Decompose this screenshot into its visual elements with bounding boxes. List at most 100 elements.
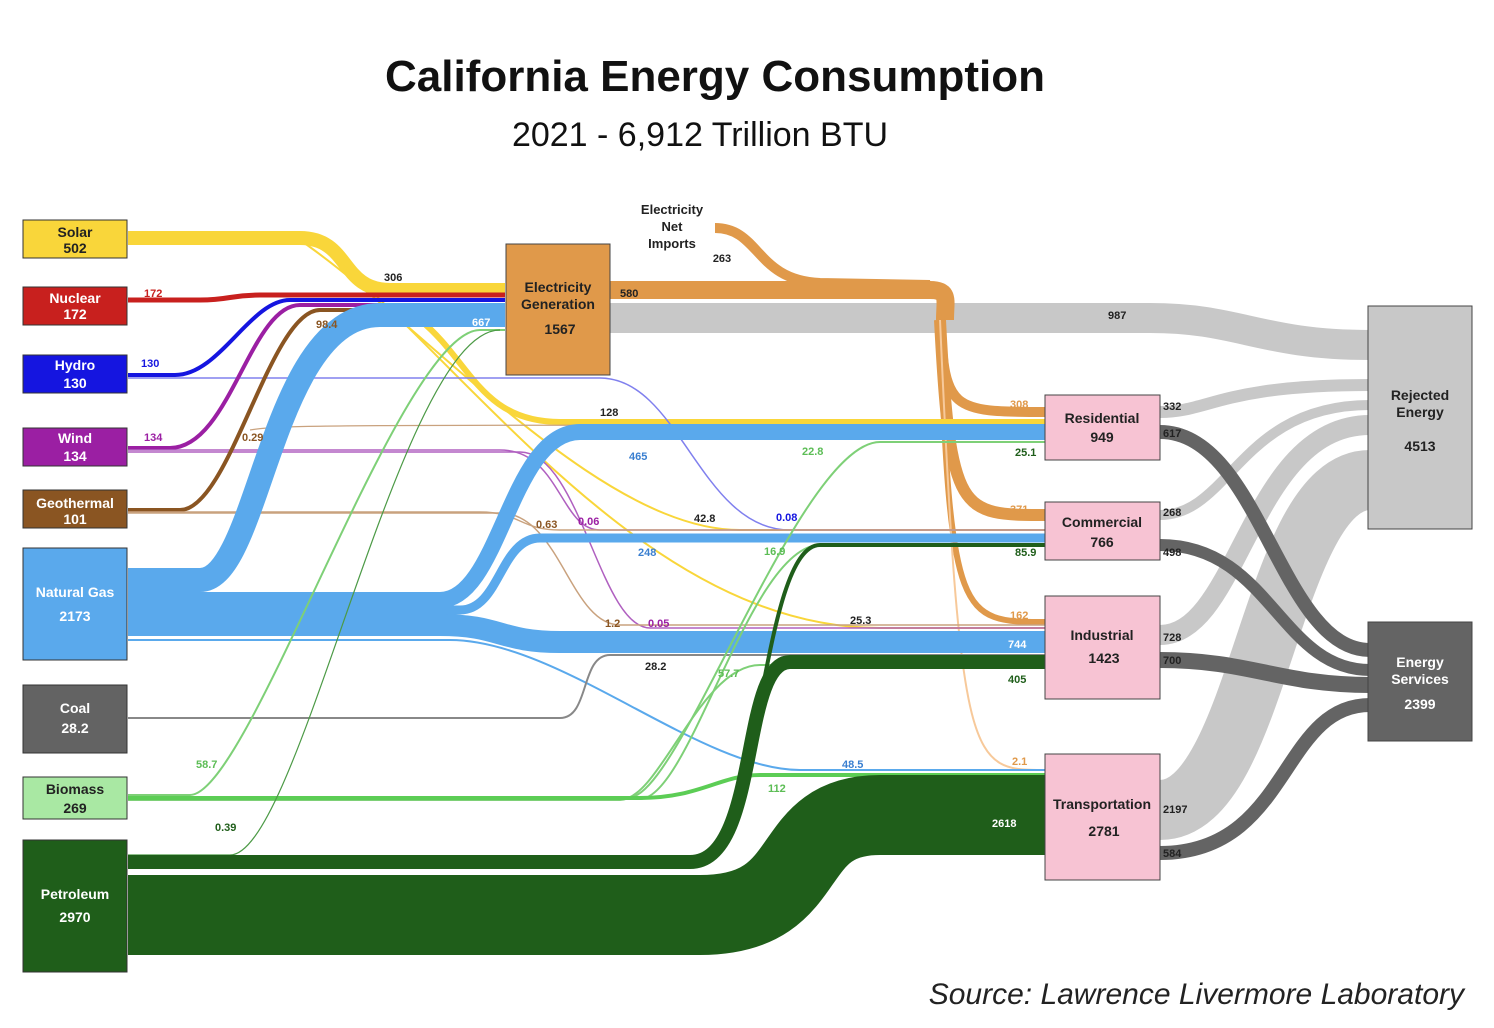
- label-pet-trans: 2618: [992, 818, 1016, 830]
- node-electricity-generation: [505, 243, 611, 376]
- label-trans-rejected: 2197: [1163, 804, 1187, 816]
- commercial-value: 766: [1090, 534, 1114, 550]
- commercial-name: Commercial: [1062, 514, 1142, 530]
- rejected-energy-name-1: Rejected: [1391, 387, 1449, 403]
- electricity-generation-name-1: Electricity: [525, 279, 592, 295]
- rejected-energy-value: 4513: [1404, 438, 1435, 454]
- label-coal-ind: 28.2: [645, 661, 666, 673]
- flow-wind-elec: [128, 303, 505, 450]
- label-hydro-com: 0.08: [776, 512, 797, 524]
- label-elec-ind: 162: [1010, 610, 1028, 622]
- node-biomass: [22, 776, 128, 820]
- flow-hydro-com: [128, 377, 1045, 531]
- flow-bio-res: [128, 441, 1045, 798]
- flow-value-labels: 306 172 130 134 98.4 667 580 987 128 465…: [141, 272, 1187, 860]
- natural-gas-value: 2173: [59, 608, 90, 624]
- label-elec-trans: 2.1: [1012, 756, 1027, 768]
- flow-com-rejected: [1159, 400, 1371, 520]
- flow-elec-res: [935, 319, 1046, 417]
- flow-trans-services: [1159, 698, 1371, 860]
- transportation-value: 2781: [1088, 823, 1119, 839]
- label-solar-elec: 306: [384, 272, 402, 284]
- flow-bio-elec: [128, 329, 505, 796]
- label-elec-out: 580: [620, 288, 638, 300]
- label-geo-com2: 0.63: [536, 519, 557, 531]
- biomass-value: 269: [63, 800, 87, 816]
- industrial-name: Industrial: [1070, 627, 1133, 643]
- rejected-energy-name-2: Energy: [1396, 404, 1444, 420]
- page-subtitle: 2021 - 6,912 Trillion BTU: [511, 116, 889, 154]
- flow-elec-imports: [714, 223, 931, 290]
- imports-line-2: Net: [662, 219, 684, 234]
- label-gas-com: 248: [638, 547, 656, 559]
- flow-geo-elec: [128, 308, 505, 512]
- flow-pet-ind: [128, 655, 1045, 869]
- label-wind-elec: 134: [144, 432, 163, 444]
- flow-gas-ind: [128, 614, 1045, 653]
- flow-hydro-elec: [128, 298, 505, 377]
- label-bio-res: 22.8: [802, 446, 823, 458]
- petroleum-value: 2970: [59, 909, 90, 925]
- label-elec-rejected: 987: [1108, 310, 1126, 322]
- label-ind-rejected: 728: [1163, 632, 1181, 644]
- node-transportation: [1044, 753, 1161, 881]
- label-bio-com: 16.9: [764, 546, 785, 558]
- hydro-value: 130: [63, 375, 87, 391]
- source-nodes: [22, 219, 128, 973]
- industrial-value: 1423: [1088, 650, 1119, 666]
- label-pet-ind: 405: [1008, 674, 1026, 686]
- energy-services-name-1: Energy: [1396, 654, 1444, 670]
- electricity-generation-name-2: Generation: [521, 296, 595, 312]
- flow-res-rejected: [1159, 379, 1371, 418]
- flow-elec-com: [934, 319, 1046, 521]
- flow-com-services: [1159, 539, 1371, 676]
- label-hydro-elec: 130: [141, 358, 159, 370]
- imports-line-3: Imports: [648, 236, 696, 251]
- wind-name: Wind: [58, 430, 92, 446]
- label-nuclear-elec: 172: [144, 288, 162, 300]
- flow-bio-com: [128, 544, 1045, 800]
- residential-name: Residential: [1065, 410, 1140, 426]
- node-coal: [22, 684, 128, 754]
- label-geo-elec: 98.4: [316, 319, 338, 331]
- geothermal-value: 101: [63, 511, 87, 527]
- coal-value: 28.2: [61, 720, 88, 736]
- label-solar-res: 128: [600, 407, 618, 419]
- label-res-services: 617: [1163, 428, 1181, 440]
- flow-ind-rejected: [1158, 415, 1371, 645]
- imports-value: 263: [713, 253, 731, 265]
- label-com-rejected: 268: [1163, 507, 1181, 519]
- sector-node-labels: Electricity Generation 1567 Electricity …: [521, 202, 1449, 839]
- label-geo-com: 0.29: [242, 432, 263, 444]
- flow-nuclear-elec: [128, 292, 505, 303]
- flow-elec-out: [610, 281, 955, 321]
- node-industrial: [1044, 595, 1161, 700]
- flow-solar-elec: [128, 231, 505, 297]
- flow-bio-trans: [128, 773, 1045, 800]
- label-pet-elec: 0.39: [215, 822, 236, 834]
- label-pet-com: 85.9: [1015, 547, 1036, 559]
- label-elec-res: 308: [1010, 399, 1028, 411]
- flow-res-services: [1159, 425, 1371, 657]
- flow-ind-services: [1159, 652, 1371, 693]
- geothermal-name: Geothermal: [36, 495, 114, 511]
- nuclear-name: Nuclear: [49, 290, 101, 306]
- solar-value: 502: [63, 240, 87, 256]
- node-natural-gas: [22, 547, 128, 661]
- flow-trans-rejected: [1156, 450, 1374, 840]
- node-residential: [1044, 394, 1161, 461]
- nuclear-value: 172: [63, 306, 87, 322]
- node-commercial: [1044, 501, 1161, 561]
- flow-pet-elec: [128, 329, 501, 856]
- label-gas-ind: 744: [1008, 639, 1027, 651]
- coal-name: Coal: [60, 700, 90, 716]
- transportation-name: Transportation: [1053, 796, 1151, 812]
- label-res-rejected: 332: [1163, 401, 1181, 413]
- flow-elec-rejected: [610, 303, 1371, 360]
- label-wind-ind: 0.05: [648, 618, 669, 630]
- sector-nodes: [505, 243, 1473, 881]
- node-hydro: [22, 354, 128, 394]
- label-gas-res: 465: [629, 451, 647, 463]
- label-gas-elec: 667: [472, 317, 490, 329]
